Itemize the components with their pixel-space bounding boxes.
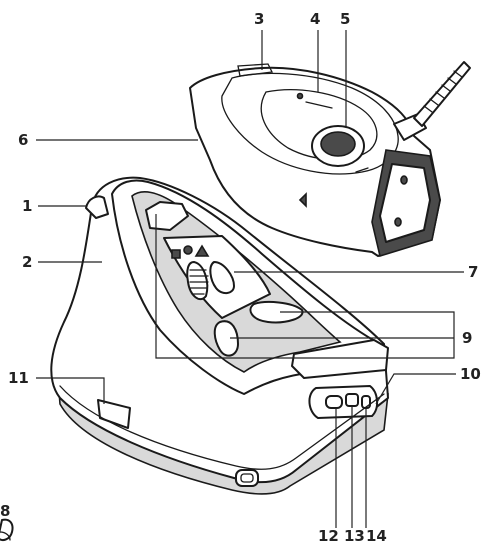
label-2: 2 — [22, 253, 32, 271]
direction-arrow-icon — [298, 192, 307, 208]
part-8-detail — [0, 531, 11, 541]
label-10: 10 — [460, 365, 481, 383]
label-6: 6 — [18, 131, 28, 149]
steam-button-cap — [320, 131, 356, 157]
control-indicator-2 — [183, 245, 193, 255]
iron-handle-recess — [260, 89, 378, 161]
leader-9c — [155, 214, 455, 359]
control-indicator-1 — [171, 249, 181, 259]
label-8: 8 — [0, 502, 10, 520]
cradle-front-lip — [291, 339, 389, 379]
label-11: 11 — [8, 369, 29, 387]
control-indicator-3 — [194, 244, 210, 257]
leader-10 — [375, 373, 456, 405]
marker-dot — [296, 92, 304, 100]
iron-tip — [237, 63, 273, 77]
tank-handle-inner — [240, 473, 254, 483]
tank-handle — [235, 469, 259, 487]
label-5: 5 — [340, 10, 350, 28]
label-14: 14 — [366, 527, 387, 545]
label-13: 13 — [344, 527, 365, 545]
label-4: 4 — [310, 10, 320, 28]
temperature-dial — [186, 261, 209, 301]
steam-hose — [413, 61, 471, 127]
button-lower — [213, 320, 239, 357]
switch-13 — [345, 393, 359, 407]
label-9: 9 — [462, 329, 472, 347]
base-station — [0, 176, 389, 541]
hose-ribs — [423, 70, 463, 113]
dial-ribs — [189, 269, 209, 295]
rear-hole-top — [400, 175, 408, 185]
latch — [85, 195, 109, 219]
label-7: 7 — [468, 263, 478, 281]
control-switch — [209, 261, 235, 294]
front-switch-panel — [308, 385, 378, 419]
rear-hole-bottom — [394, 217, 402, 227]
iron-rear-inner — [379, 163, 431, 243]
iron — [189, 61, 471, 258]
label-1: 1 — [22, 197, 32, 215]
leader-lines — [36, 30, 464, 528]
water-level-window — [97, 399, 131, 429]
switch-12 — [325, 395, 343, 409]
callout-labels: 1 2 3 4 5 6 7 8 9 10 11 12 13 14 — [0, 10, 481, 545]
label-3: 3 — [254, 10, 264, 28]
tank-seam — [59, 385, 385, 470]
leader-9a — [280, 311, 455, 338]
switch-14 — [361, 395, 371, 409]
button-upper — [249, 301, 304, 324]
marker-line-2 — [355, 167, 369, 173]
marker-line — [305, 101, 333, 109]
part-8 — [0, 518, 14, 541]
label-12: 12 — [318, 527, 339, 545]
leader-11 — [36, 377, 105, 404]
